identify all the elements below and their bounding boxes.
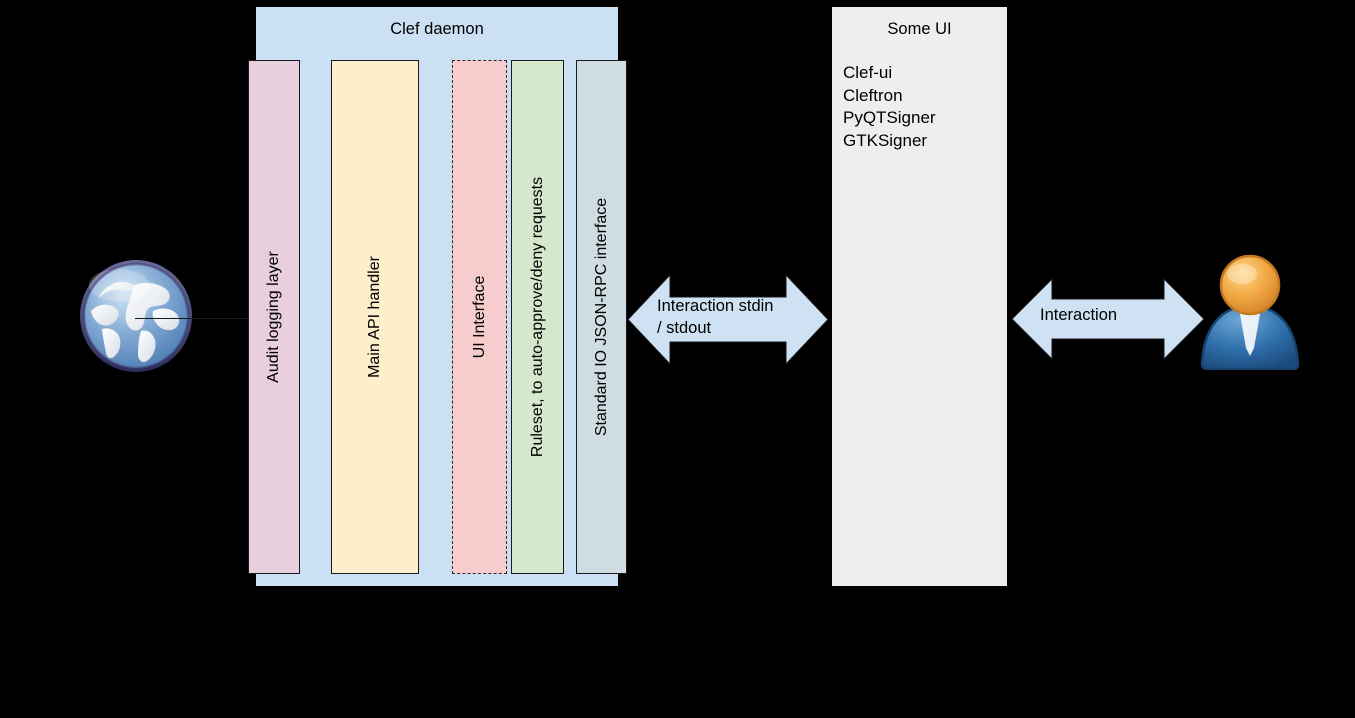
- lane-ruleset-label: Ruleset, to auto-approve/deny requests: [528, 176, 546, 458]
- list-item: GTKSigner: [843, 130, 928, 150]
- some-ui-title: Some UI: [887, 20, 952, 38]
- lane-ui-interface-label: UI Interface: [470, 275, 488, 359]
- lane-audit-logging-layer-label: Audit logging layer: [265, 251, 282, 383]
- globe-icon: [75, 255, 197, 377]
- connector-globe-to-audit: [135, 318, 250, 319]
- user-icon: [1198, 252, 1302, 371]
- lane-ruleset[interactable]: Ruleset, to auto-approve/deny requests: [511, 60, 564, 574]
- lane-stdio-json-rpc-interface[interactable]: Standard IO JSON-RPC interface: [576, 60, 627, 574]
- clef-daemon-title: Clef daemon: [390, 20, 484, 38]
- list-item: PyQTSigner: [843, 108, 936, 127]
- arrow-ui-to-user: [1012, 271, 1204, 367]
- lane-audit-logging-layer[interactable]: Audit logging layer: [248, 60, 300, 574]
- lane-stdio-json-rpc-interface-label: Standard IO JSON-RPC interface: [592, 197, 610, 437]
- list-item: Cleftron: [843, 85, 903, 105]
- lane-ui-interface[interactable]: UI Interface: [452, 60, 507, 574]
- some-ui-list: Clef-ui Cleftron PyQTSigner GTKSigner: [843, 62, 1003, 152]
- arrow-daemon-to-ui: [628, 263, 828, 376]
- list-item: Clef-ui: [843, 63, 893, 82]
- some-ui-panel: [832, 7, 1007, 586]
- lane-main-api-handler[interactable]: Main API handler: [331, 60, 419, 574]
- lane-main-api-handler-label: Main API handler: [366, 256, 383, 378]
